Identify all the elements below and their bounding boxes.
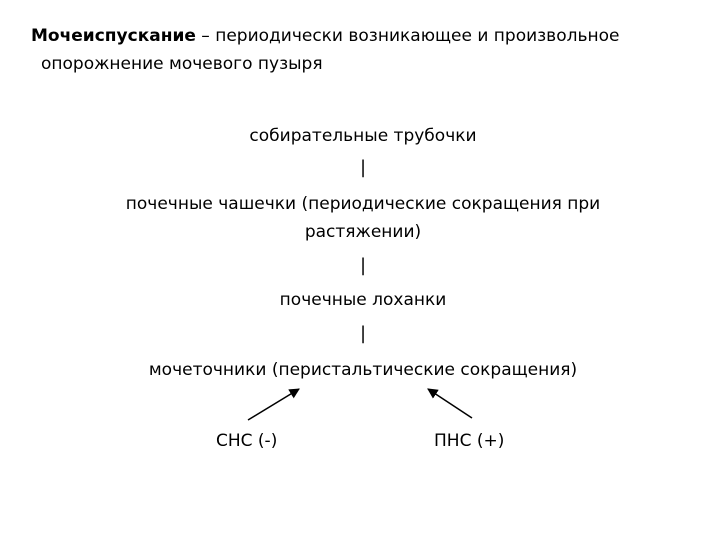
- right-arrow: [427, 388, 473, 419]
- flow-step-renal-calyces-line1: почечные чашечки (периодические сокращен…: [125, 194, 601, 214]
- flow-step-collecting-tubules: собирательные трубочки: [249, 126, 477, 146]
- definition-text-line2: опорожнение мочевого пузыря: [41, 54, 323, 74]
- flow-separator: |: [359, 255, 367, 276]
- definition-term: Мочеиспускание: [31, 26, 196, 46]
- flow-separator: |: [359, 323, 367, 344]
- flow-step-renal-calyces-line2: растяжении): [304, 222, 422, 242]
- parasympathetic-label: ПНС (+): [434, 431, 505, 451]
- flow-step-ureters: мочеточники (перистальтические сокращени…: [148, 360, 578, 380]
- sympathetic-label: СНС (-): [216, 431, 278, 451]
- left-arrow: [247, 388, 300, 421]
- flow-step-renal-pelvis: почечные лоханки: [279, 290, 447, 310]
- flow-separator: |: [359, 157, 367, 178]
- definition-text-line1: – периодически возникающее и произвольно…: [195, 26, 620, 46]
- definition-block: Мочеиспускание – периодически возникающе…: [31, 22, 701, 78]
